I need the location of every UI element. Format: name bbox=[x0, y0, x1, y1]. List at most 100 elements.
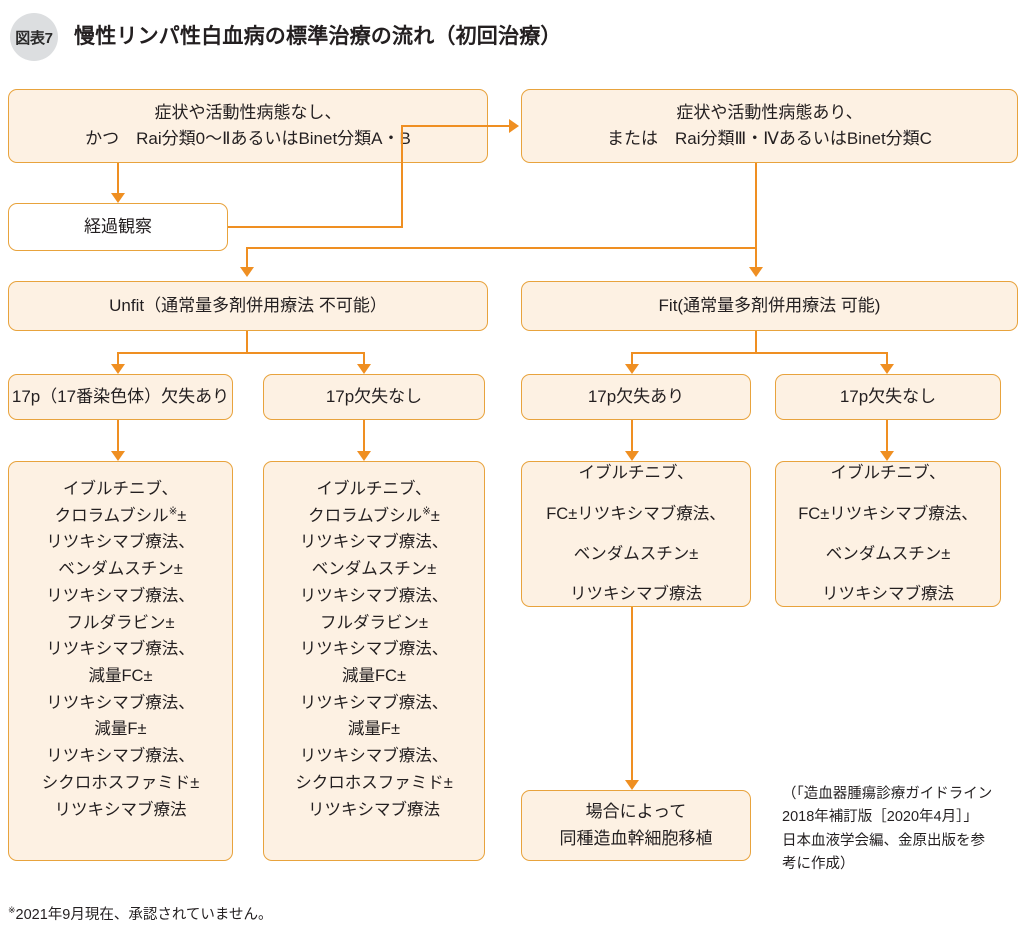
figure-header: 図表7 慢性リンパ性白血病の標準治療の流れ（初回治療） bbox=[0, 0, 1026, 72]
connector-fit-split bbox=[631, 352, 887, 354]
connector-bar-to-fit bbox=[755, 247, 757, 269]
arrowhead-tx-fit-no-del17p bbox=[880, 451, 894, 461]
node-fit-no-del17p-label: 17p欠失なし bbox=[839, 386, 937, 406]
treatment-line: リツキシマブ療法、 bbox=[46, 693, 195, 712]
treatment-line: リツキシマブ療法、 bbox=[299, 693, 449, 712]
treatment-line: フルダラビン± bbox=[66, 613, 175, 632]
arrowhead-tx-fit-del17p bbox=[625, 451, 639, 461]
node-transplant-line1: 場合によって bbox=[585, 802, 687, 822]
connector-unfit-left-drop bbox=[117, 352, 119, 366]
connector-to-transplant bbox=[631, 607, 633, 782]
node-unfit: Unfit（通常量多剤併用療法 不可能） bbox=[8, 281, 488, 331]
treatment-line: リツキシマブ療法 bbox=[308, 800, 440, 819]
node-transplant-line2: 同種造血幹細胞移植 bbox=[559, 828, 713, 848]
treatment-line: フルダラビン± bbox=[319, 613, 429, 632]
treatment-line: クロラムブシル※± bbox=[308, 506, 440, 525]
node-fit-no-del17p: 17p欠失なし bbox=[775, 374, 1001, 420]
treatment-line: リツキシマブ療法 bbox=[54, 800, 187, 819]
node-fit-del17p-label: 17p欠失あり bbox=[587, 386, 685, 406]
treatment-line: イブルチニブ、 bbox=[316, 480, 432, 498]
connector-unfit-split bbox=[117, 352, 364, 354]
figure-title: 慢性リンパ性白血病の標準治療の流れ（初回治療） bbox=[74, 25, 562, 48]
treatment-box-unfit-del17p: イブルチニブ、クロラムブシル※± リツキシマブ療法、ベンダムスチン± リツキシマブ療… bbox=[8, 461, 233, 861]
treatment-line: リツキシマブ療法、 bbox=[299, 533, 449, 552]
treatment-line: 減量FC± bbox=[88, 667, 153, 686]
treatment-line: FC±リツキシマブ療法、 bbox=[546, 504, 726, 523]
treatment-box-fit-del17p: イブルチニブ、 FC±リツキシマブ療法、ベンダムスチン± リツキシマブ療法 bbox=[521, 461, 751, 607]
treatment-line: クロラムブシル※± bbox=[54, 506, 187, 525]
treatment-line: リツキシマブ療法、 bbox=[299, 747, 449, 766]
arrowhead-unfit-no-del17p bbox=[357, 364, 371, 374]
source-credit-line2: 2018年補訂版［2020年4月］」 bbox=[782, 809, 978, 826]
treatment-line: 減量F± bbox=[347, 720, 401, 739]
footnote: ※2021年9月現在、承認されていません。 bbox=[8, 903, 272, 924]
node-unfit-label: Unfit（通常量多剤併用療法 不可能） bbox=[109, 295, 387, 315]
treatment-box-fit-no-del17p: イブルチニブ、 FC±リツキシマブ療法、ベンダムスチン± リツキシマブ療法 bbox=[775, 461, 1001, 607]
treatment-line: シクロホスファミド± bbox=[295, 773, 453, 792]
treatment-box-unfit-no-del17p: イブルチニブ、クロラムブシル※± リツキシマブ療法、ベンダムスチン± リツキシマブ療… bbox=[263, 461, 485, 861]
treatment-line: FC±リツキシマブ療法、 bbox=[798, 504, 978, 523]
connector-to-symptoms bbox=[401, 125, 511, 127]
node-symptoms-line2: または Rai分類Ⅲ・ⅣあるいはBinet分類C bbox=[607, 129, 932, 148]
arrowhead-transplant bbox=[625, 780, 639, 790]
node-unfit-del17p-label: 17p（17番染色体）欠失あり bbox=[11, 386, 230, 406]
node-fit-label: Fit(通常量多剤併用療法 可能) bbox=[658, 295, 881, 315]
connector-to-tx-fit-del17p bbox=[631, 420, 633, 453]
arrowhead-fit-no-del17p bbox=[880, 364, 894, 374]
treatment-line: リツキシマブ療法 bbox=[822, 585, 954, 604]
arrowhead-tx-unfit-del17p bbox=[111, 451, 125, 461]
treatment-line: リツキシマブ療法、 bbox=[299, 586, 449, 605]
source-credit-line1: （「造血器腫瘍診療ガイドライン bbox=[782, 786, 993, 802]
connector-unfit-stem bbox=[246, 331, 248, 353]
node-fit-del17p: 17p欠失あり bbox=[521, 374, 751, 420]
treatment-line: 減量F± bbox=[94, 720, 147, 739]
connector-fit-left-drop bbox=[631, 352, 633, 366]
connector-to-tx-unfit-no-del17p bbox=[363, 420, 365, 453]
treatment-line: リツキシマブ療法、 bbox=[46, 586, 195, 605]
node-symptoms-line1: 症状や活動性病態あり、 bbox=[676, 102, 863, 122]
connector-nosym-to-observation bbox=[117, 163, 119, 195]
node-transplant: 場合によって 同種造血幹細胞移植 bbox=[521, 790, 751, 861]
arrowhead-unfit bbox=[240, 267, 254, 277]
node-unfit-del17p: 17p（17番染色体）欠失あり bbox=[8, 374, 233, 420]
treatment-line: リツキシマブ療法、 bbox=[46, 747, 195, 766]
treatment-line: 減量FC± bbox=[341, 667, 407, 686]
treatment-line: イブルチニブ、 bbox=[830, 464, 946, 483]
treatment-line: リツキシマブ療法、 bbox=[46, 533, 195, 552]
treatment-line: イブルチニブ、 bbox=[62, 480, 178, 498]
connector-unfit-right-drop bbox=[363, 352, 365, 366]
source-credit-line4: 考に作成） bbox=[782, 856, 855, 873]
connector-main-bar bbox=[246, 247, 757, 249]
connector-to-tx-fit-no-del17p bbox=[886, 420, 888, 453]
source-credit-line3: 日本血液学会編、金原出版を参 bbox=[782, 832, 985, 849]
connector-symptoms-down bbox=[755, 163, 757, 249]
node-observation-label: 経過観察 bbox=[84, 216, 152, 236]
treatment-line: ベンダムスチン± bbox=[58, 560, 183, 579]
treatment-line: ベンダムスチン± bbox=[825, 545, 951, 563]
arrowhead-unfit-del17p bbox=[111, 364, 125, 374]
treatment-line: シクロホスファミド± bbox=[41, 773, 200, 792]
treatment-line: ベンダムスチン± bbox=[311, 560, 437, 579]
footnote-ref-marker: ※ bbox=[422, 506, 431, 518]
connector-bar-to-unfit bbox=[246, 247, 248, 269]
treatment-line: イブルチニブ、 bbox=[578, 464, 694, 483]
treatment-line: リツキシマブ療法 bbox=[570, 585, 702, 604]
connector-to-tx-unfit-del17p bbox=[117, 420, 119, 453]
treatment-line: リツキシマブ療法、 bbox=[299, 640, 449, 659]
arrowhead-symptoms bbox=[509, 119, 519, 133]
connector-observation-up bbox=[401, 126, 403, 227]
arrowhead-observation bbox=[111, 193, 125, 203]
arrowhead-tx-unfit-no-del17p bbox=[357, 451, 371, 461]
node-observation: 経過観察 bbox=[8, 203, 228, 251]
footnote-marker: ※ bbox=[8, 905, 16, 916]
connector-observation-right bbox=[228, 226, 403, 228]
node-unfit-no-del17p: 17p欠失なし bbox=[263, 374, 485, 420]
figure-number-badge: 図表7 bbox=[10, 13, 58, 61]
arrowhead-fit bbox=[749, 267, 763, 277]
arrowhead-fit-del17p bbox=[625, 364, 639, 374]
treatment-line: ベンダムスチン± bbox=[573, 545, 699, 563]
node-no-symptoms-line1: 症状や活動性病態なし、 bbox=[154, 102, 342, 122]
footnote-ref-marker: ※ bbox=[168, 506, 178, 518]
treatment-line: リツキシマブ療法、 bbox=[46, 640, 195, 659]
